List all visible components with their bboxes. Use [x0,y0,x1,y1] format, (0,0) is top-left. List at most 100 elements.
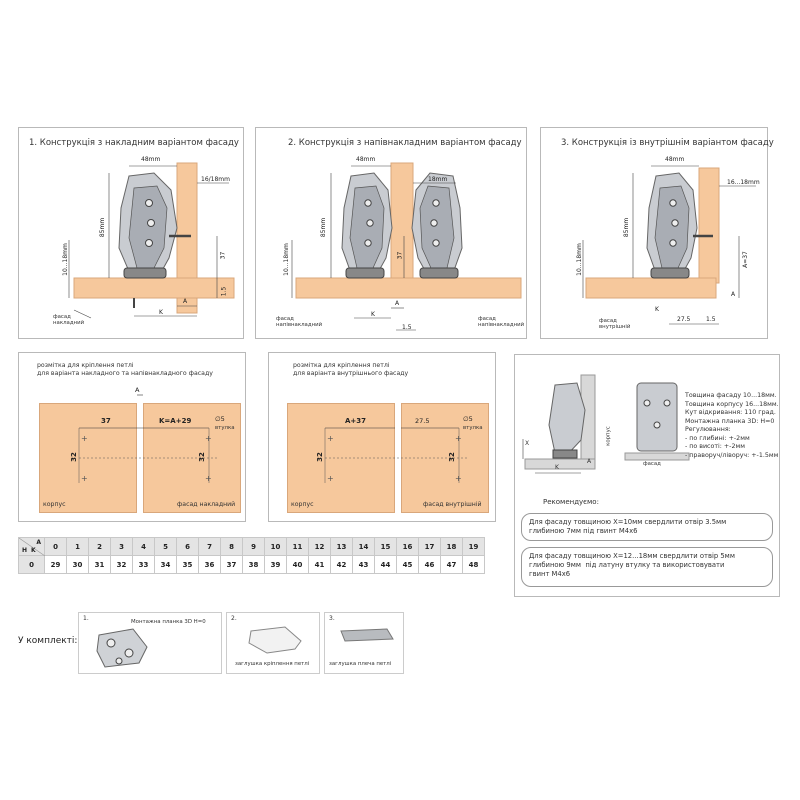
table-cell: 44 [374,555,397,574]
table-cell: 30 [66,555,89,574]
table-header-cell: 16 [396,537,419,556]
table-corner: A H K [18,537,45,556]
facade-label: фасад внутрішній [599,318,631,331]
dim-37: 37 [396,251,404,260]
arm-cap-icon [340,628,394,642]
kit-item-name: заглушка плеча петлі [329,661,392,667]
table-a-label: A [36,539,41,546]
dim-85: 85mm [320,217,328,238]
table-cell: 31 [88,555,111,574]
dim-18: 18mm [428,176,448,183]
dim-85: 85mm [99,217,107,238]
kit-item-arm-cap: 3. заглушка плеча петлі [324,612,404,674]
panel-title: 1. Конструкція з накладним варіантом фас… [29,138,239,148]
table-cell: 37 [220,555,243,574]
drill-facade: фасад внутрішній [423,501,482,508]
drill-marks: + + + + [324,427,469,483]
drill-marks: + + + + [78,394,219,483]
table-cell: 47 [440,555,463,574]
inner-hinge-diagram [582,165,756,325]
drill-32-left: 32 [69,452,78,462]
table-header-cell: 13 [330,537,353,556]
spec-a: A [587,458,592,465]
svg-text:+: + [327,434,334,443]
drill-32-right: 32 [447,452,456,462]
spec-line: Товщина корпусу 16...18мм. [685,400,779,408]
table-header-cell: 5 [154,537,177,556]
panel-drill-inner: розмітка для кріплення петлі для варіант… [268,352,496,522]
table-cell: 40 [286,555,309,574]
kit-item-number: 1. [83,615,89,622]
mounting-plate-icon [96,628,148,668]
kit-item-number: 3. [329,615,335,622]
spec-line: Регулювання: [685,426,731,433]
facade-label-right: фасад напівнакладний [478,316,525,329]
kit-item-hinge-cap: 2. заглушка кріплення петлі [226,612,320,674]
dim-10-18: 10...18mm [282,243,290,276]
table-header-cell: 17 [418,537,441,556]
dim-48: 48mm [356,156,376,163]
table-header-cell: 18 [440,537,463,556]
k-value-table: A H K 0 1 2 3 4 5 6 7 8 9 10 11 12 13 14… [18,537,485,574]
hinge-cap-icon [248,626,302,654]
dim-48: 48mm [665,156,685,163]
dim-16-18: 16...18mm [727,179,760,186]
table-header-cell: 14 [352,537,375,556]
dim-a: A [731,291,736,298]
facade-label-left: фасад напівнакладний [276,316,323,329]
panel-drill-overlay: розмітка для кріплення петлі для варіант… [18,352,246,522]
spec-line: - по глибині: +-2мм [685,434,750,442]
drill-37: 37 [101,417,111,425]
svg-text:+: + [455,474,462,483]
kit-item-name: Монтажна планка 3D H=0 [131,619,206,625]
table-cell: 45 [396,555,419,574]
drill-k-a29: K=A+29 [159,417,192,425]
dim-1-5: 1.5 [706,316,716,323]
dim-16-18: 16/18mm [201,176,230,183]
half-overlay-hinge-diagram [291,162,522,331]
table-header-cell: 11 [286,537,309,556]
dim-k: K [655,306,659,313]
drill-vtulka: втулка [463,425,483,431]
table-header-cell: 9 [242,537,265,556]
table-cell: 41 [308,555,331,574]
table-header-cell: 19 [462,537,485,556]
dim-1-5: 1.5 [220,286,228,297]
svg-text:+: + [81,474,88,483]
drill-a37: A+37 [345,417,367,425]
spec-line: - праворуч/ліворуч: +-1.5мм [685,451,779,459]
kit-item-mounting-plate: 1. Монтажна планка 3D H=0 [78,612,222,674]
drill-a: A [135,386,140,394]
spec-k: K [555,464,559,471]
dim-10-18: 10...18mm [61,243,69,276]
table-header-cell: 1 [66,537,89,556]
table-header-cell: 8 [220,537,243,556]
drill-facade: фасад накладний [177,501,236,508]
table-cell: 34 [154,555,177,574]
drill-korpus: корпус [291,501,314,508]
dim-37: 37 [219,251,227,260]
spec-x: X [525,440,530,447]
table-header-row: A H K 0 1 2 3 4 5 6 7 8 9 10 11 12 13 14… [18,537,485,556]
dim-k: K [371,311,375,318]
table-header-cell: 3 [110,537,133,556]
dim-a-37: A=37 [741,251,749,268]
dim-a: A [395,300,400,307]
drill-d5: ∅5 [463,415,473,423]
table-cell: 39 [264,555,287,574]
svg-text:+: + [205,474,212,483]
dim-27-5: 27.5 [677,316,691,323]
panel-half-overlay-facade: 2. Конструкція з напівнакладним варіанто… [255,127,527,339]
table-row-h: 0 [18,555,45,574]
kit-label: У комплекті: [18,636,78,646]
recommend-box-1: Для фасаду товщиною X=10мм свердлити отв… [521,513,773,541]
table-cell: 35 [176,555,199,574]
table-k-label: K [31,547,36,554]
drill-korpus: корпус [43,501,66,508]
table-cell: 43 [352,555,375,574]
svg-text:+: + [205,434,212,443]
drill-32-left: 32 [315,452,324,462]
table-header-cell: 2 [88,537,111,556]
table-cell: 33 [132,555,155,574]
table-header-cell: 15 [374,537,397,556]
